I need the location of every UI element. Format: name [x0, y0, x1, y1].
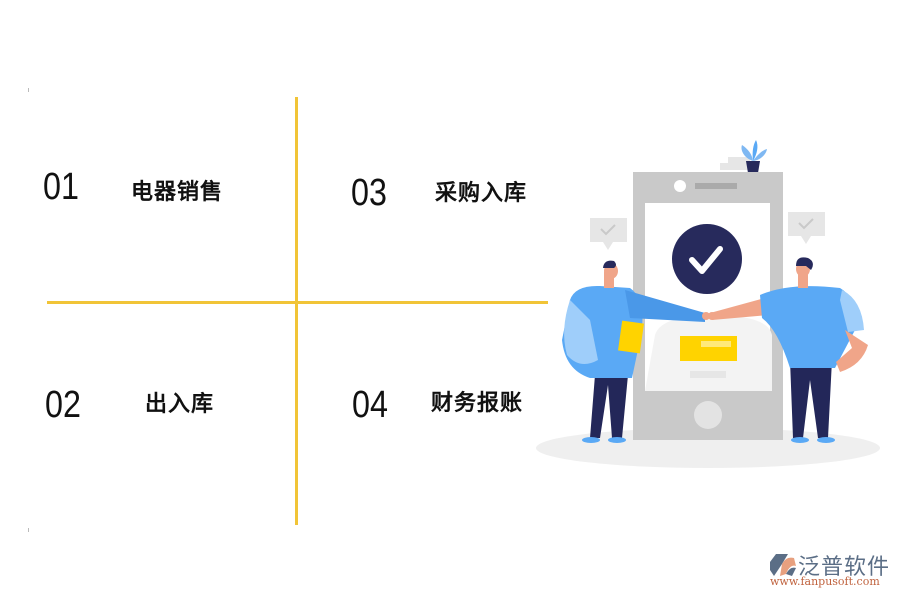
speech-bubble-left [590, 218, 627, 250]
quadrant-02: 02 [45, 384, 87, 427]
quadrant-number: 02 [45, 384, 81, 426]
fanpu-logo-icon [770, 554, 796, 576]
quadrant-01: 01 [43, 166, 85, 209]
edge-tick [28, 88, 29, 92]
quadrant-number: 03 [351, 172, 387, 214]
speech-bubble-right [788, 212, 825, 244]
person-right [710, 257, 868, 443]
home-button [694, 401, 722, 429]
check-circle-icon [672, 224, 742, 294]
quadrant-number: 04 [352, 384, 388, 426]
handshake-illustration [536, 140, 880, 468]
quadrant-04: 04 [352, 384, 394, 427]
logo-name: 泛普软件 [798, 555, 891, 580]
horizontal-divider [47, 301, 548, 304]
brand-logo[interactable]: 泛普软件 www.fanpusoft.com [766, 552, 896, 594]
quadrant-label: 电器销售 [131, 180, 224, 205]
plant-icon [720, 140, 767, 173]
quadrant-label: 采购入库 [435, 181, 528, 206]
vertical-divider [295, 97, 298, 525]
quadrant-label: 出入库 [145, 392, 215, 417]
edge-tick [28, 528, 29, 532]
quadrant-03: 03 [351, 172, 393, 215]
quadrant-number: 01 [43, 166, 79, 208]
quadrant-label: 财务报账 [431, 391, 524, 416]
checkmark-icon [689, 246, 723, 274]
logo-url: www.fanpusoft.com [770, 575, 880, 588]
person-left [562, 260, 705, 443]
